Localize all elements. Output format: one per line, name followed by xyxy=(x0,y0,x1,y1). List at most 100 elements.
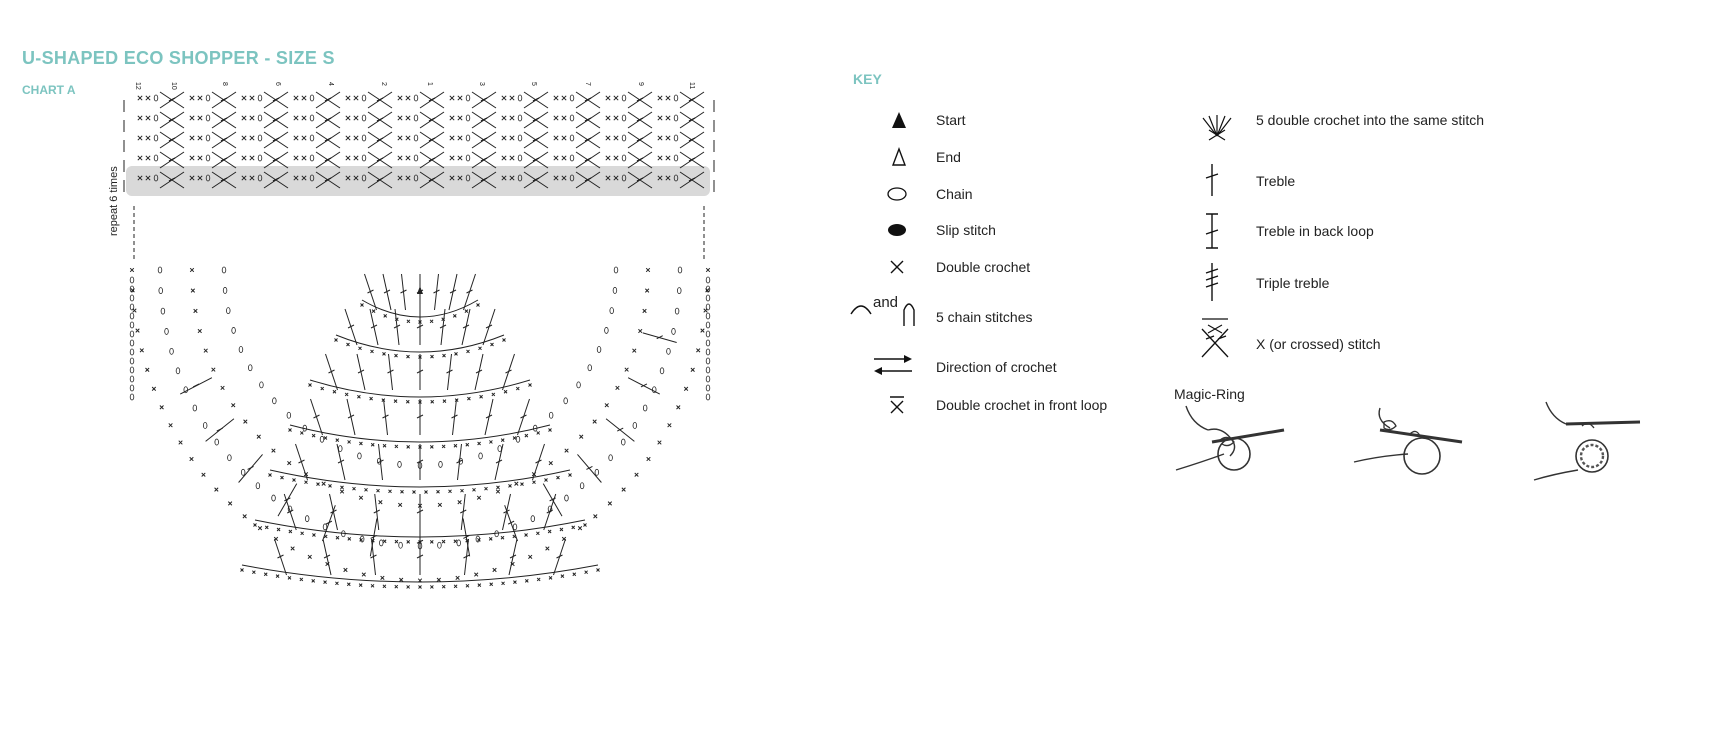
dc-stitch xyxy=(241,115,247,121)
chain-stitch xyxy=(517,94,523,102)
dc-stitch xyxy=(382,352,386,356)
dc-stitch xyxy=(197,175,203,181)
treble-bar xyxy=(277,554,284,559)
chain-stitch xyxy=(361,134,367,142)
chain-stitch xyxy=(413,134,419,142)
dc-stitch xyxy=(489,440,493,444)
treble-bar xyxy=(377,459,384,464)
magic-ring-label: Magic-Ring xyxy=(1174,386,1245,402)
dc-stitch xyxy=(545,546,550,551)
dc-stitch xyxy=(476,303,480,307)
dc-stitch xyxy=(360,303,364,307)
chain-stitch xyxy=(309,114,315,122)
chain-stitch xyxy=(164,328,169,335)
dc-stitch xyxy=(405,399,410,404)
column-number: 4 xyxy=(327,82,334,86)
dc-stitch xyxy=(593,514,598,519)
chain-stitch xyxy=(214,438,219,446)
dc-stitch xyxy=(528,554,533,560)
treble-back-loop-icon xyxy=(1205,213,1219,249)
dc-stitch xyxy=(561,155,567,161)
dc-stitch xyxy=(512,436,517,440)
dc-stitch xyxy=(307,554,312,560)
dc-stitch xyxy=(321,481,326,486)
dc-stitch xyxy=(464,309,469,313)
chain-stitch xyxy=(309,94,315,102)
dc-stitch xyxy=(448,489,452,494)
dc-stitch xyxy=(548,428,552,432)
stitch-arc xyxy=(269,469,571,488)
dc-stitch xyxy=(241,175,247,181)
dc-stitch xyxy=(383,314,388,318)
chain-stitch xyxy=(169,347,174,355)
dc-stitch xyxy=(501,155,507,161)
chain-stitch xyxy=(569,114,575,122)
treble-bar xyxy=(535,459,542,464)
chain-stitch xyxy=(530,515,536,523)
dc-stitch xyxy=(301,175,307,181)
chain-stitch xyxy=(632,422,638,429)
treble-bar xyxy=(376,157,384,162)
treble-bar xyxy=(584,177,592,182)
dc-stitch xyxy=(613,175,619,181)
chain-stitch xyxy=(705,312,711,320)
chain-arc-vertical-icon xyxy=(903,303,915,326)
dc-stitch xyxy=(249,115,255,121)
dc-stitch xyxy=(137,115,143,121)
dc-stitch xyxy=(300,531,304,536)
dc-stitch xyxy=(455,575,460,580)
chain-stitch xyxy=(659,367,665,375)
chain-stitch xyxy=(304,515,310,523)
treble-bar xyxy=(495,459,503,464)
dc-stitch xyxy=(436,577,441,582)
dc-stitch xyxy=(465,583,470,588)
chain-stitch xyxy=(157,266,163,274)
chain-stitch xyxy=(512,523,518,531)
dc-stitch xyxy=(405,135,411,141)
dc-stitch xyxy=(346,342,350,347)
treble-bar xyxy=(373,509,380,514)
treble-bar xyxy=(462,324,470,329)
dc-stitch xyxy=(442,353,446,358)
dc-stitch xyxy=(287,460,292,466)
dc-stitch xyxy=(536,531,540,536)
chain-stitch xyxy=(129,285,135,293)
dc-stitch xyxy=(457,95,463,101)
treble-bar xyxy=(688,157,696,162)
magic-ring-step-1-image xyxy=(1175,405,1285,471)
chain-stitch xyxy=(129,303,135,311)
dc-stitch xyxy=(405,155,411,161)
chain-stitch xyxy=(255,482,261,490)
chain-stitch xyxy=(129,348,135,356)
chain-stitch xyxy=(413,154,419,162)
chain-stitch xyxy=(309,154,315,162)
column-number: 6 xyxy=(274,82,281,86)
treble-bar xyxy=(370,554,377,559)
column-number: 8 xyxy=(221,82,228,86)
treble-bar xyxy=(220,137,228,142)
dc-stitch xyxy=(345,155,351,161)
dc-stitch xyxy=(241,135,247,141)
chain-stitch xyxy=(621,134,627,142)
dc-stitch xyxy=(340,485,344,490)
treble-bar xyxy=(220,157,228,162)
dc-stitch xyxy=(477,537,481,542)
dc-stitch xyxy=(613,155,619,161)
key-label-fan: 5 double crochet into the same stitch xyxy=(1256,112,1485,128)
dc-stitch xyxy=(556,475,560,480)
chain-stitch xyxy=(564,494,569,502)
dc-stitch xyxy=(189,135,195,141)
dc-stitch xyxy=(332,389,337,394)
chain-stitch xyxy=(621,154,627,162)
key-label-slip-stitch: Slip stitch xyxy=(936,222,996,238)
dc-stitch xyxy=(382,443,387,448)
treble-bar xyxy=(532,117,540,122)
chain-stitch xyxy=(257,154,263,162)
chain-stitch xyxy=(129,276,135,284)
dc-stitch xyxy=(353,115,359,121)
dc-stitch xyxy=(288,529,293,534)
dc-stitch xyxy=(145,115,151,121)
dc-stitch xyxy=(441,444,446,449)
chain-stitch xyxy=(705,339,711,347)
treble-bar xyxy=(584,97,592,102)
